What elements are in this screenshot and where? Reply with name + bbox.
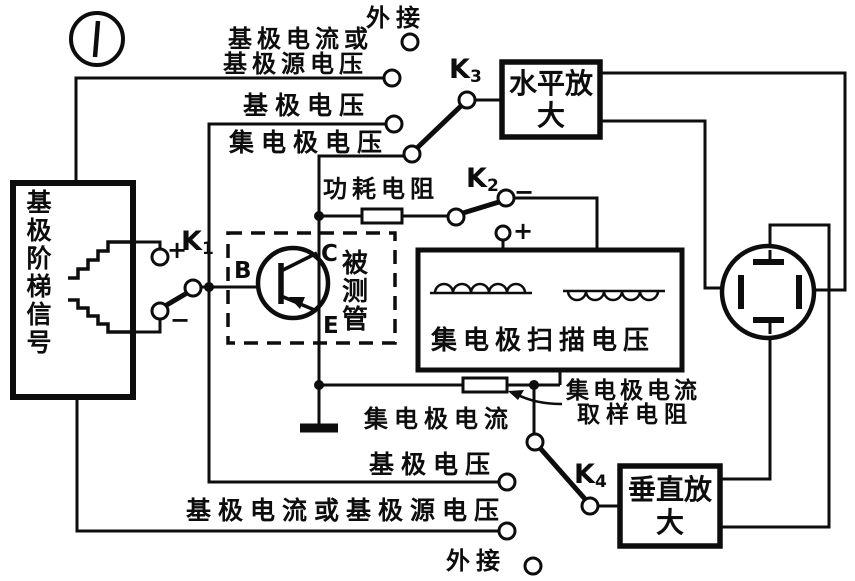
transistor-circle [255,245,331,321]
k1-switch-arm [163,290,189,309]
sampling-resistor-callout-line [515,392,563,406]
wire-hamp-to-right-plate [600,71,847,292]
collector-sweep-box [415,247,685,373]
label-k4: K4 [574,459,607,493]
label-external-top: 外接 [366,4,426,32]
label-sampling-resistor-line1: 集电极电流 [566,378,701,404]
label-collector-current: 集电极电流 [364,405,514,433]
label-sampling-resistor-line2: 取样电阻 [577,402,693,428]
label-collector-sweep: 集电极扫描电压 [431,326,656,356]
wire-k1-plus [133,240,162,249]
external-terminal-top [400,32,420,52]
k1-plus-contact [150,247,170,267]
k2-moving-contact [496,188,516,208]
wire-vamp-to-top-plate [720,223,831,529]
junction-collector-node [314,211,324,221]
staircase-source-box [10,180,136,400]
sweep-waveform-negative [566,290,660,302]
label-dut: 被测管 [341,249,368,335]
wire-vamp-to-bottom-plate [720,320,772,481]
sign-k2-minus: − [514,178,535,206]
sampling-resistor [461,376,509,394]
label-k3: K3 [449,54,482,88]
k3-switch-arm [415,103,464,150]
label-power-resistor: 功耗电阻 [323,175,439,203]
label-pin-b: B [234,258,252,284]
label-base-current-top-line2: 基极源电压 [223,50,368,78]
wire-k1-minus [133,319,162,334]
sampling-resistor-callout-arrowhead [508,390,524,400]
k4-moving-contact [580,496,600,516]
label-pin-e: E [323,313,339,339]
sign-sweep-plus: + [513,217,534,245]
horizontal-amp-box [499,59,603,140]
label-vertical-amp: 垂直放大 [627,473,712,539]
base-voltage-terminal-top [384,114,404,134]
k1-minus-contact [150,301,170,321]
label-horizontal-amp: 水平放大 [508,67,593,132]
figure-number-stroke [92,20,101,58]
figure-number-circle [69,11,125,67]
label-base-voltage-bottom: 基极电压 [369,450,498,479]
label-pin-c: C [321,241,338,267]
junction-emitter-node [314,380,324,390]
junction-sampling-node [529,380,539,390]
label-collector-voltage: 集电极电压 [229,128,390,157]
sign-k1-plus: + [167,236,188,264]
sweep-waveform-positive [433,282,527,294]
staircase-waveform-up [68,240,133,280]
staircase-waveform-down [68,298,133,334]
transistor-pnp-arrow [289,297,305,309]
label-k2: K2 [466,163,499,197]
crt-circle [719,243,817,341]
base-voltage-terminal-bottom [497,472,517,492]
k3-pivot-contact [457,90,477,110]
k4-switch-arm [538,446,587,501]
vertical-amp-box [617,463,723,549]
wire-base-voltage-tap [207,122,499,484]
sign-k1-minus: − [170,306,191,334]
sweep-plus-terminal [494,224,512,242]
base-current-terminal-top [382,68,402,88]
label-base-current-top-line1: 基极电流或 [228,25,373,53]
label-k1: K1 [181,226,214,260]
label-staircase-source: 基极阶梯信号 [26,188,52,357]
k2-fixed-contact [446,207,466,227]
wire-k2-to-sweep-minus [514,196,599,250]
transistor-collector-lead [280,251,318,273]
wire-top-base-current-tap [74,76,384,183]
external-terminal-bottom [523,556,543,576]
power-resistor [360,207,404,225]
base-current-terminal-bottom [497,521,517,541]
label-external-bottom: 外接 [446,547,506,575]
k1-common-contact [183,278,203,298]
k4-fixed-contact [525,432,545,452]
k2-switch-arm [462,199,500,216]
label-base-current-bottom: 基极电流或基极源电压 [186,496,507,525]
k3-lower-contact [402,144,422,164]
junction-base-node [204,282,214,292]
wire-bottom-base-current-tap [75,397,499,533]
label-base-voltage-top: 基极电压 [243,91,372,120]
wires [10,11,847,576]
